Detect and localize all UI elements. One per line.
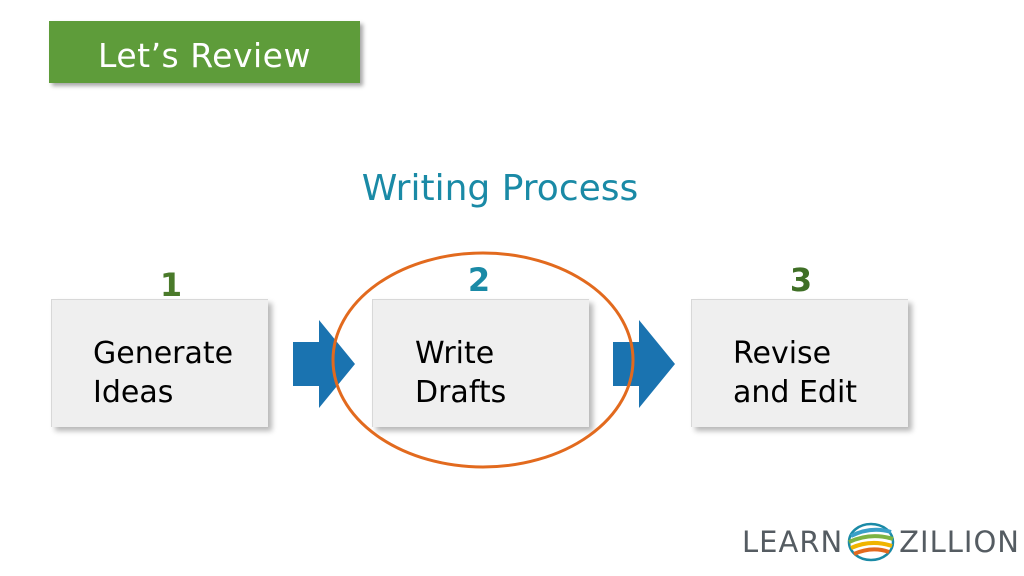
step-box-generate-ideas: Generate Ideas xyxy=(51,299,268,427)
step-label-1: Generate Ideas xyxy=(93,336,234,410)
lets-review-badge: Let’s Review xyxy=(49,21,360,83)
highlight-ellipse xyxy=(331,251,635,469)
step-box-write-drafts: Write Drafts xyxy=(372,299,589,427)
step-number-1: 1 xyxy=(159,266,183,304)
step-number-3: 3 xyxy=(789,261,813,299)
logo-swoosh-icon xyxy=(847,522,895,562)
step-number-2: 2 xyxy=(467,261,491,299)
step-box-revise-and-edit: Revise and Edit xyxy=(691,299,908,427)
learnzillion-logo: LEARN ZILLION xyxy=(742,518,1020,566)
badge-label: Let’s Review xyxy=(98,35,311,75)
logo-text-right: ZILLION xyxy=(899,525,1020,559)
step-label-2: Write Drafts xyxy=(415,336,507,410)
diagram-title: Writing Process xyxy=(361,168,639,209)
step-label-3: Revise and Edit xyxy=(733,336,858,410)
logo-text-left: LEARN xyxy=(742,525,844,559)
arrow-right-icon xyxy=(293,320,355,408)
